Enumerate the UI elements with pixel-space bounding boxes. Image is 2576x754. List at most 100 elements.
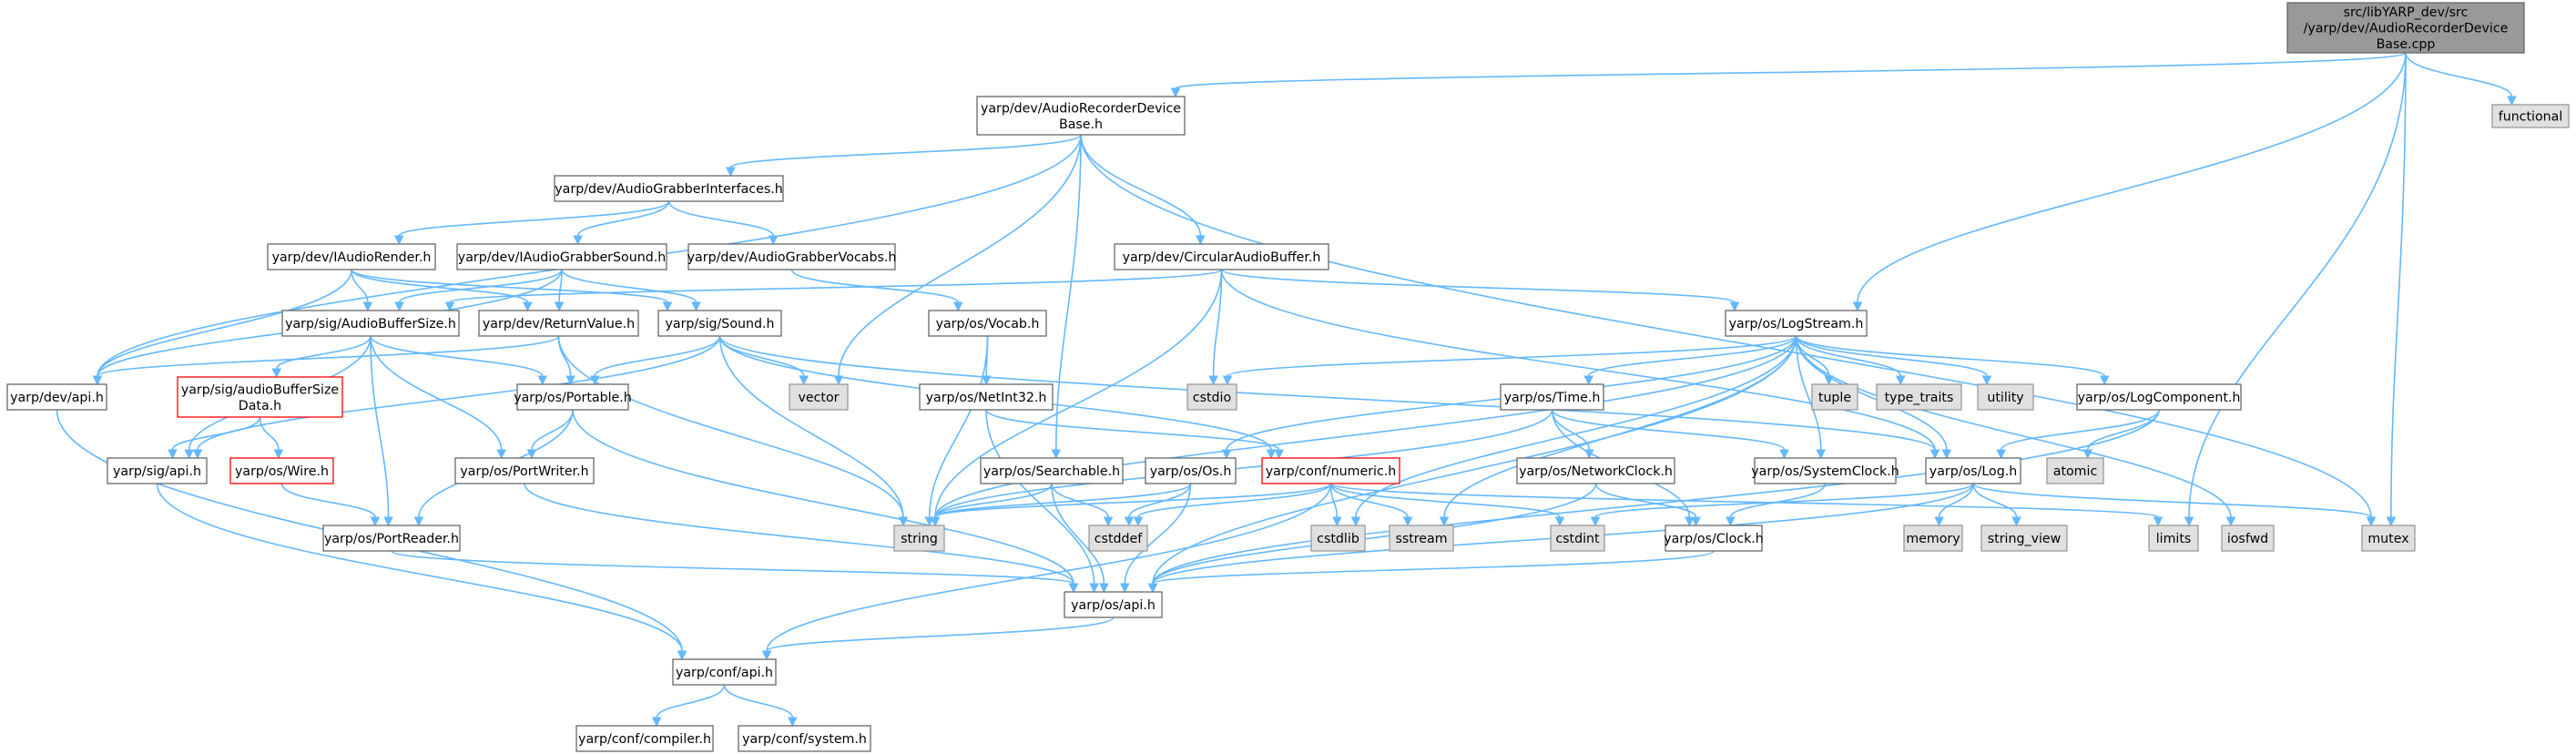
edge-conf-numeric-h-to-limits xyxy=(1329,483,2164,527)
node-label: Base.h xyxy=(1059,117,1103,132)
graph-node-log-stream-h[interactable]: yarp/os/LogStream.h xyxy=(1725,310,1868,337)
graph-node-sig-api-h[interactable]: yarp/sig/api.h xyxy=(107,457,208,484)
graph-node-os-network-clock-h[interactable]: yarp/os/NetworkClock.h xyxy=(1516,457,1675,484)
edge-os-api-h-to-conf-api-h xyxy=(761,616,1115,661)
graph-node-functional: functional xyxy=(2491,104,2570,128)
edge-log-stream-h-to-os-api-h xyxy=(1147,335,1797,594)
node-box xyxy=(928,310,1047,337)
node-box xyxy=(267,243,436,270)
graph-node-iaudio-grabber-sound-h[interactable]: yarp/dev/IAudioGrabberSound.h xyxy=(456,243,667,270)
node-label: string xyxy=(901,532,938,546)
node-label: cstdlib xyxy=(1317,532,1359,546)
edge-audio-grabber-interfaces-h-to-iaudio-grabber-sound-h xyxy=(573,200,670,246)
node-box xyxy=(738,725,871,752)
graph-node-os-system-clock-h[interactable]: yarp/os/SystemClock.h xyxy=(1751,457,1899,484)
edge-log-stream-h-to-os-system-clock-h xyxy=(1795,335,1827,460)
edge-log-stream-h-to-utility xyxy=(1795,335,1992,386)
graph-node-os-vocab-h[interactable]: yarp/os/Vocab.h xyxy=(928,310,1047,337)
node-box xyxy=(1145,457,1237,484)
node-label: yarp/os/Clock.h xyxy=(1664,532,1764,546)
node-box xyxy=(2076,383,2242,411)
edge-audio-grabber-interfaces-h-to-audio-grabber-vocabs-h xyxy=(667,200,779,246)
edge-conf-numeric-h-to-cstddef xyxy=(1133,483,1332,527)
node-label: yarp/os/api.h xyxy=(1071,598,1156,613)
node-label: yarp/os/Time.h xyxy=(1504,391,1601,405)
edge-circular-audio-buffer-h-to-cstdio xyxy=(1208,269,1223,386)
node-label: yarp/dev/AudioRecorderDevice xyxy=(981,101,1181,116)
edge-conf-numeric-h-to-cstdlib xyxy=(1329,483,1342,527)
edge-iaudio-render-h-to-return-value-h xyxy=(351,269,533,312)
edge-os-os-h-to-cstddef xyxy=(1124,483,1192,527)
graph-node-atomic: atomic xyxy=(2046,457,2104,484)
edge-os-log-h-to-memory xyxy=(1934,483,1974,527)
edge-audio-recorder-base-h-to-os-searchable-h xyxy=(1051,134,1082,460)
edge-os-searchable-h-to-cstddef xyxy=(1051,483,1114,527)
node-box xyxy=(1064,591,1163,618)
node-label: string_view xyxy=(1988,532,2062,546)
graph-node-os-os-h[interactable]: yarp/os/Os.h xyxy=(1145,457,1237,484)
graph-node-os-searchable-h[interactable]: yarp/os/Searchable.h xyxy=(980,457,1124,484)
node-label: yarp/dev/ReturnValue.h xyxy=(483,317,635,331)
node-box xyxy=(657,310,782,337)
node-label: iosfwd xyxy=(2227,532,2268,546)
graph-node-conf-system-h[interactable]: yarp/conf/system.h xyxy=(738,725,871,752)
graph-node-conf-api-h[interactable]: yarp/conf/api.h xyxy=(672,658,777,686)
graph-node-memory: memory xyxy=(1903,525,1963,552)
graph-node-conf-compiler-h[interactable]: yarp/conf/compiler.h xyxy=(575,725,714,752)
graph-node-os-api-h[interactable]: yarp/os/api.h xyxy=(1064,591,1163,618)
graph-node-os-time-h[interactable]: yarp/os/Time.h xyxy=(1500,383,1604,411)
node-box xyxy=(1903,525,1963,552)
graph-node-cstdio: cstdio xyxy=(1186,383,1237,411)
node-box xyxy=(789,383,849,411)
graph-node-os-netint32-h[interactable]: yarp/os/NetInt32.h xyxy=(919,383,1054,411)
node-box xyxy=(1389,525,1454,552)
edge-log-stream-h-to-os-time-h xyxy=(1583,335,1797,386)
node-box xyxy=(1925,457,2021,484)
edge-sig-api-h-to-conf-api-h xyxy=(156,483,687,661)
graph-node-os-port-writer-h[interactable]: yarp/os/PortWriter.h xyxy=(454,457,595,484)
edge-circular-audio-buffer-h-to-os-log-h xyxy=(1220,269,1940,460)
node-box xyxy=(2046,457,2104,484)
graph-node-sig-audio-buffer-size-h[interactable]: yarp/sig/AudioBufferSize.h xyxy=(281,310,460,337)
node-box xyxy=(1088,525,1148,552)
graph-node-tuple: tuple xyxy=(1811,383,1858,411)
graph-node-os-log-h[interactable]: yarp/os/Log.h xyxy=(1925,457,2021,484)
graph-node-cstdlib: cstdlib xyxy=(1310,525,1366,552)
edge-os-log-h-to-cstdint xyxy=(1590,483,1974,527)
graph-node-circular-audio-buffer-h[interactable]: yarp/dev/CircularAudioBuffer.h xyxy=(1114,243,1329,270)
graph-node-root[interactable]: src/libYARP_dev/src/yarp/dev/AudioRecord… xyxy=(2286,2,2525,54)
node-label: yarp/os/NetworkClock.h xyxy=(1519,464,1673,479)
graph-node-os-wire-h[interactable]: yarp/os/Wire.h xyxy=(229,457,334,484)
edge-os-log-component-h-to-atomic xyxy=(2082,409,2160,460)
graph-node-os-portable-h[interactable]: yarp/os/Portable.h xyxy=(514,383,632,411)
edge-iaudio-render-h-to-sig-sound-h xyxy=(351,269,673,312)
node-label: /yarp/dev/AudioRecorderDevice xyxy=(2304,22,2509,36)
graph-node-conf-numeric-h[interactable]: yarp/conf/numeric.h xyxy=(1261,457,1400,484)
graph-node-audio-grabber-vocabs-h[interactable]: yarp/dev/AudioGrabberVocabs.h xyxy=(687,243,897,270)
graph-node-limits: limits xyxy=(2148,525,2199,552)
graph-node-iaudio-render-h[interactable]: yarp/dev/IAudioRender.h xyxy=(267,243,436,270)
graph-node-return-value-h[interactable]: yarp/dev/ReturnValue.h xyxy=(478,310,639,337)
graph-node-dev-api-h[interactable]: yarp/dev/api.h xyxy=(6,383,107,411)
node-box xyxy=(1261,457,1400,484)
edge-return-value-h-to-dev-api-h xyxy=(92,335,560,386)
node-label: yarp/os/NetInt32.h xyxy=(926,391,1047,405)
edge-root-to-mutex xyxy=(2386,52,2407,527)
graph-node-sig-sound-h[interactable]: yarp/sig/Sound.h xyxy=(657,310,782,337)
graph-node-os-clock-h[interactable]: yarp/os/Clock.h xyxy=(1664,525,1764,552)
graph-node-os-port-reader-h[interactable]: yarp/os/PortReader.h xyxy=(322,525,461,552)
graph-node-audio-grabber-interfaces-h[interactable]: yarp/dev/AudioGrabberInterfaces.h xyxy=(554,175,784,202)
edge-os-clock-h-to-os-api-h xyxy=(1147,550,1715,594)
edge-os-log-h-to-mutex xyxy=(1972,483,2377,527)
node-label: yarp/conf/numeric.h xyxy=(1266,464,1397,479)
node-label: yarp/dev/IAudioRender.h xyxy=(272,250,432,265)
edge-audio-grabber-vocabs-h-to-os-vocab-h xyxy=(790,269,963,312)
node-label: cstdio xyxy=(1193,391,1231,405)
node-label: vector xyxy=(798,391,839,405)
graph-node-os-log-component-h[interactable]: yarp/os/LogComponent.h xyxy=(2076,383,2242,411)
node-label: yarp/dev/AudioGrabberInterfaces.h xyxy=(555,182,782,197)
node-box xyxy=(1665,525,1763,552)
